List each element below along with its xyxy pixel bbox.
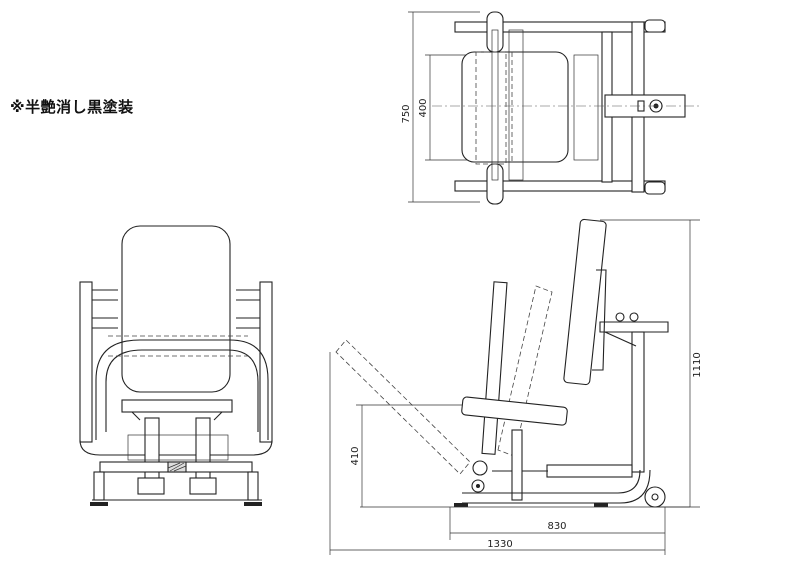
dim-side-1330: 1330 xyxy=(487,539,512,550)
dim-side-1110: 1110 xyxy=(692,352,703,377)
top-view: 750 400 xyxy=(401,11,700,205)
finish-note: ※半艶消し黒塗装 xyxy=(10,98,134,116)
front-view xyxy=(79,225,273,506)
dim-top-400: 400 xyxy=(418,98,429,117)
side-view: 1110 410 830 1330 xyxy=(329,218,703,555)
dim-side-830: 830 xyxy=(547,521,566,532)
dim-side-410: 410 xyxy=(350,446,361,465)
dim-top-750: 750 xyxy=(401,104,412,123)
